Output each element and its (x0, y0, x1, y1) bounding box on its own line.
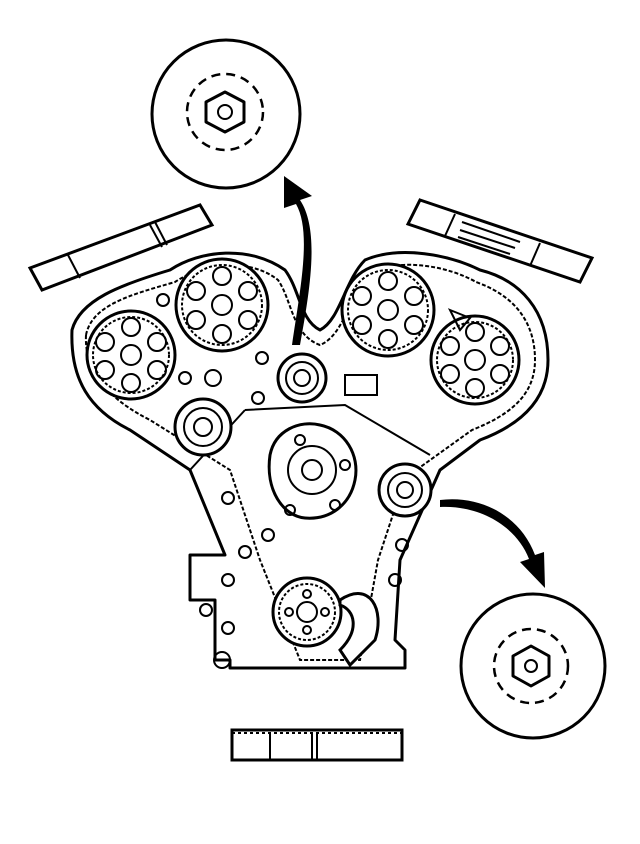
idler-pulley-left (173, 397, 233, 457)
cover-bolts (156, 293, 472, 669)
sprocket-left-inner (174, 257, 270, 353)
lower-detail-circle (459, 592, 607, 740)
sprocket-right-outer (429, 314, 521, 406)
upper-curved-arrow (284, 176, 312, 345)
belt-strip-left (27, 203, 215, 292)
sprocket-right-inner (340, 262, 436, 358)
upper-detail-circle (150, 38, 302, 190)
water-pump (267, 422, 358, 520)
belt-strip-right (405, 198, 595, 284)
sprocket-left-outer (85, 309, 177, 401)
idler-pulley-center (276, 352, 328, 404)
lower-curved-arrow (440, 499, 545, 588)
tensioner-pulley-right (377, 462, 433, 518)
crankshaft-sprocket (271, 576, 380, 668)
belt-strip-bottom (230, 728, 404, 762)
